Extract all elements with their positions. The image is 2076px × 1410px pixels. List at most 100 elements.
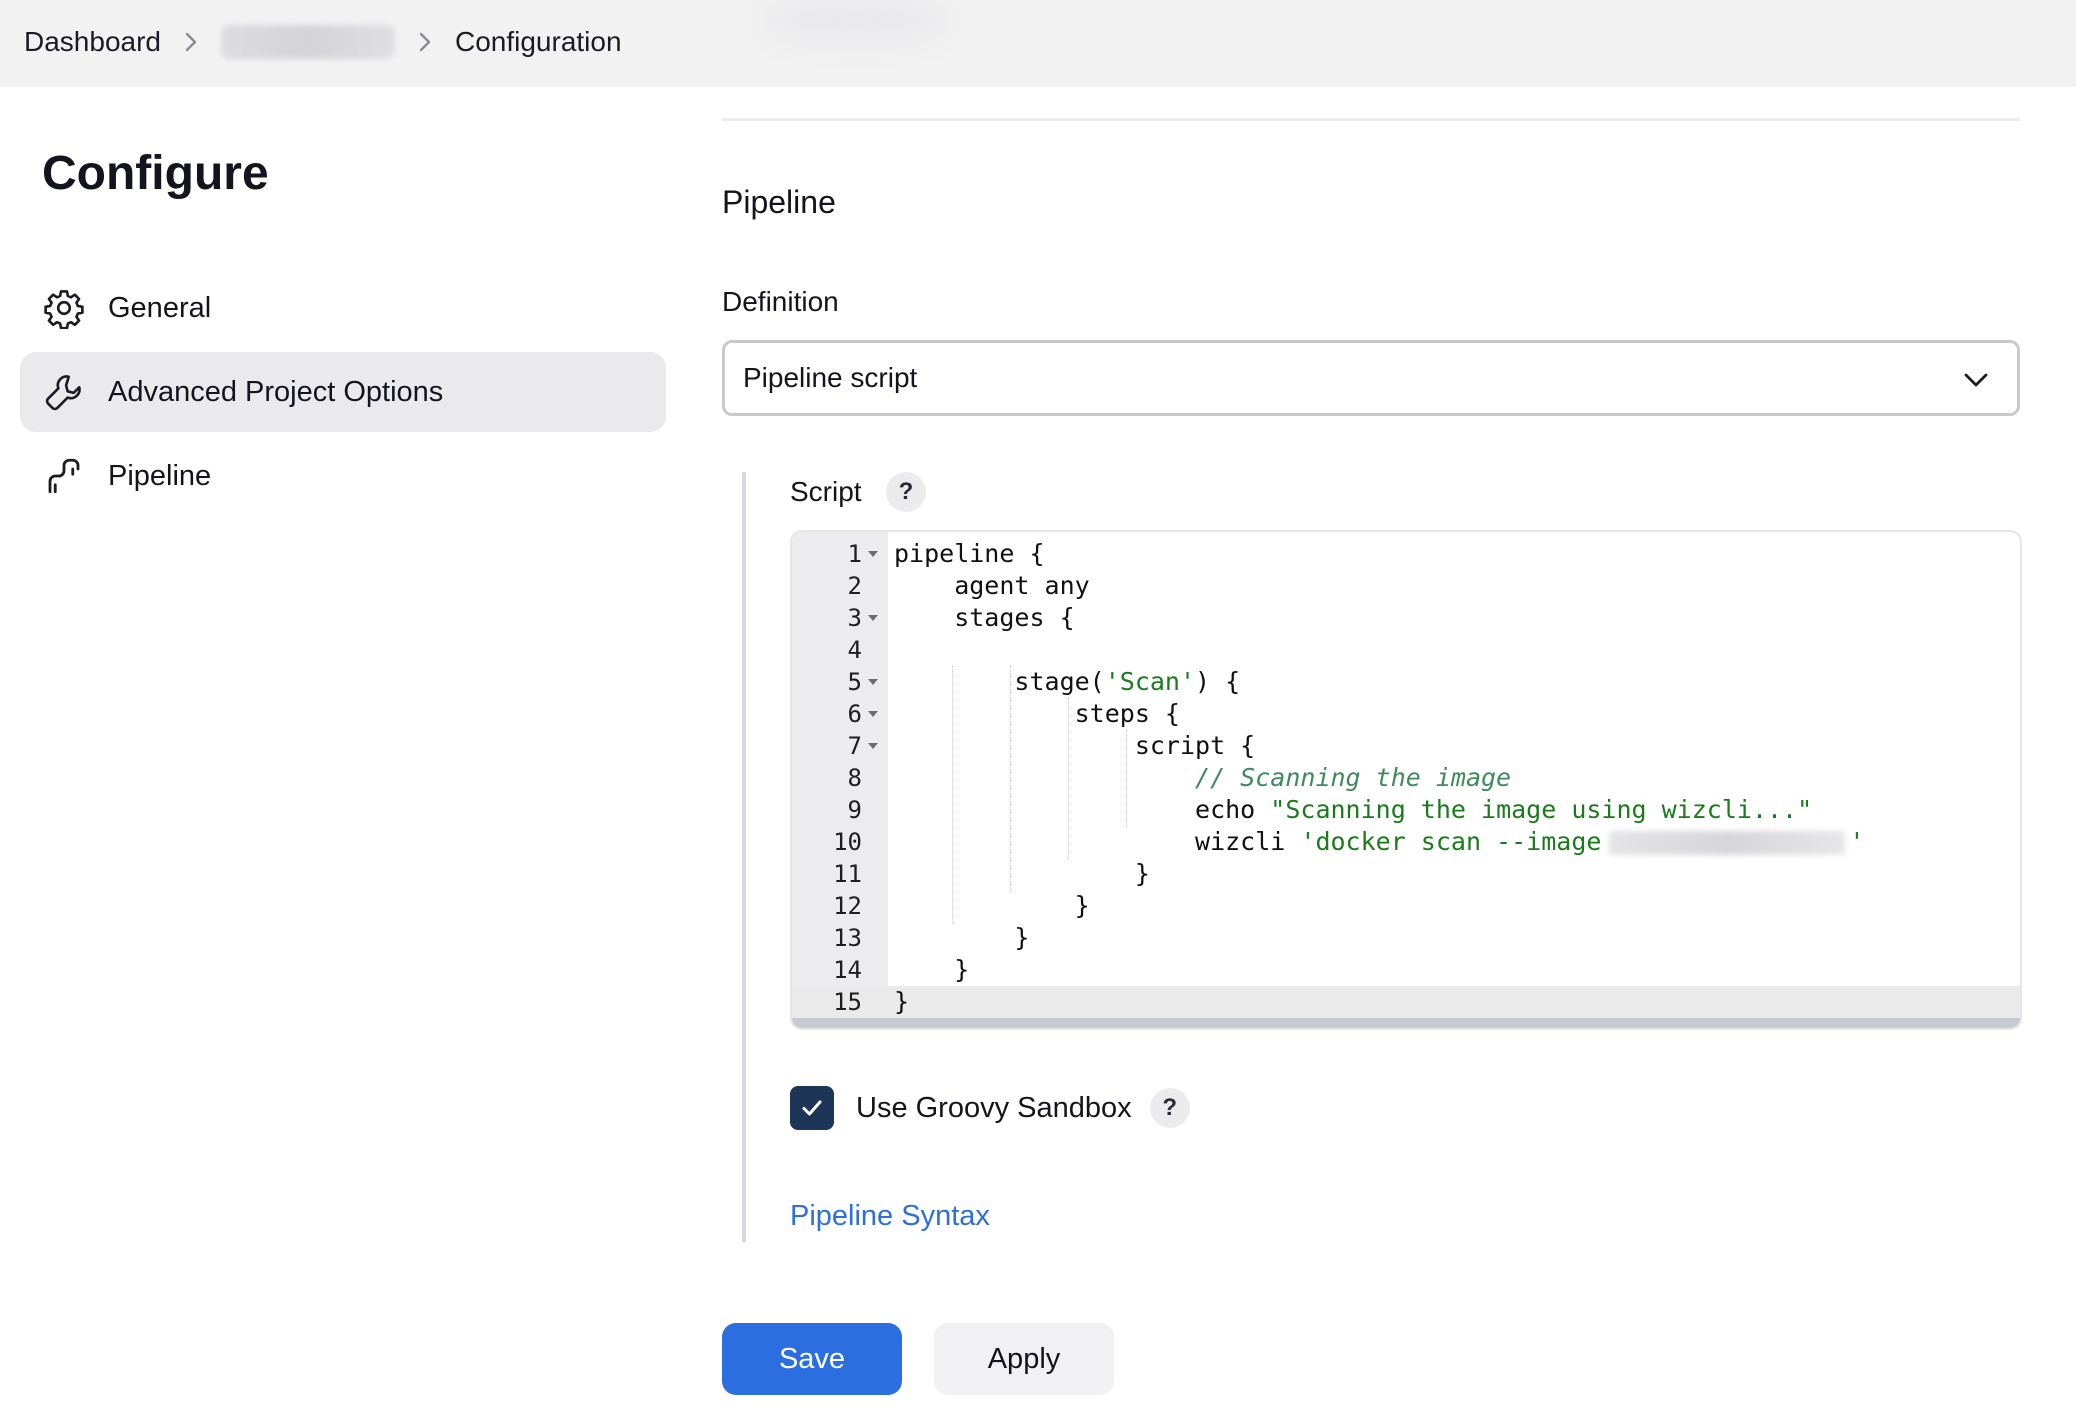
code-line: 3 stages { xyxy=(792,602,2020,634)
code-line: 8 // Scanning the image xyxy=(792,762,2020,794)
pipeline-syntax-link[interactable]: Pipeline Syntax xyxy=(790,1200,990,1232)
chevron-down-icon xyxy=(1963,367,1989,398)
sandbox-checkbox[interactable] xyxy=(790,1086,834,1130)
code-text: } xyxy=(894,891,1090,920)
code-line: 13 } xyxy=(792,922,2020,954)
code-string: "Scanning the image using wizcli..." xyxy=(1270,795,1813,824)
line-number: 4 xyxy=(847,636,862,664)
fold-arrow-icon[interactable] xyxy=(868,743,878,749)
breadcrumb-configuration[interactable]: Configuration xyxy=(454,26,622,57)
line-number: 5 xyxy=(847,668,862,696)
breadcrumb-project-redacted[interactable] xyxy=(220,25,395,59)
line-number: 14 xyxy=(833,956,862,984)
code-string: 'Scan' xyxy=(1104,667,1196,696)
code-line: 6 steps { xyxy=(792,698,2020,730)
line-number: 1 xyxy=(847,540,862,568)
code-token: echo xyxy=(894,795,1271,824)
gear-icon xyxy=(42,286,86,330)
definition-select-value: Pipeline script xyxy=(743,362,918,393)
pipeline-icon xyxy=(42,454,86,498)
code-lines: 1 pipeline { 2 agent any 3 stages { 4 5 xyxy=(792,538,2020,1018)
fold-arrow-icon[interactable] xyxy=(868,679,878,685)
indent-guide xyxy=(1010,666,1011,892)
code-text: pipeline { xyxy=(894,539,1045,568)
code-text: script { xyxy=(894,731,1256,760)
code-text: } xyxy=(894,923,1030,952)
code-comment: // Scanning the image xyxy=(1195,763,1512,792)
line-number: 2 xyxy=(847,572,862,600)
fold-arrow-icon[interactable] xyxy=(868,551,878,557)
code-text: // Scanning the image xyxy=(894,762,1511,794)
code-line: 7 script { xyxy=(792,730,2020,762)
script-help-button[interactable]: ? xyxy=(886,472,926,512)
code-line: 5 stage('Scan') { xyxy=(792,666,2020,698)
breadcrumb: Dashboard Configuration xyxy=(24,0,622,84)
code-line: 11 } xyxy=(792,858,2020,890)
code-string: 'docker scan --image xyxy=(1300,827,1602,856)
line-number: 6 xyxy=(847,700,862,728)
sandbox-label[interactable]: Use Groovy Sandbox xyxy=(856,1091,1132,1124)
code-line: 12 } xyxy=(792,890,2020,922)
code-line: 14 } xyxy=(792,954,2020,986)
line-number: 3 xyxy=(847,604,862,632)
line-number: 11 xyxy=(833,860,862,888)
line-number: 15 xyxy=(833,988,862,1016)
code-line: 10 wizcli 'docker scan --image ' xyxy=(792,826,2020,858)
sidebar-item-label: Advanced Project Options xyxy=(108,375,444,408)
breadcrumb-dashboard[interactable]: Dashboard xyxy=(24,26,161,57)
line-number: 8 xyxy=(847,764,862,792)
chevron-right-icon xyxy=(395,31,455,53)
chevron-right-icon xyxy=(161,31,221,53)
sidebar-item-general[interactable]: General xyxy=(20,268,666,348)
sidebar-item-label: General xyxy=(108,291,212,324)
code-text: } xyxy=(894,859,1150,888)
definition-select[interactable]: Pipeline script xyxy=(722,340,2020,416)
redacted-image-name xyxy=(1609,831,1846,855)
editor-gutter xyxy=(792,532,888,1028)
editor-horizontal-scrollbar[interactable] xyxy=(792,1018,2020,1028)
script-section: Script ? 1 pipeline { 2 agent any 3 stag xyxy=(742,472,2032,1242)
indent-guide xyxy=(952,666,953,924)
save-button[interactable]: Save xyxy=(722,1323,902,1395)
code-text: wizcli 'docker scan --image ' xyxy=(894,826,1864,858)
line-number: 10 xyxy=(833,828,862,856)
sandbox-help-button[interactable]: ? xyxy=(1149,1088,1190,1128)
code-token: wizcli xyxy=(894,827,1301,856)
sidebar-item-label: Pipeline xyxy=(108,459,212,492)
code-line: 2 agent any xyxy=(792,570,2020,602)
breadcrumb-bar: Dashboard Configuration xyxy=(0,0,2076,87)
code-token: ) { xyxy=(1195,667,1241,696)
code-text: steps { xyxy=(894,699,1180,728)
sidebar-item-pipeline[interactable]: Pipeline xyxy=(20,436,666,516)
code-text: agent any xyxy=(894,571,1090,600)
sandbox-row: Use Groovy Sandbox ? xyxy=(790,1086,1190,1130)
code-text: echo "Scanning the image using wizcli...… xyxy=(894,794,1812,826)
apply-button[interactable]: Apply xyxy=(934,1323,1114,1395)
code-line: 1 pipeline { xyxy=(792,538,2020,570)
indent-guide xyxy=(1126,730,1127,828)
help-icon: ? xyxy=(898,478,914,505)
checkmark-icon xyxy=(802,1100,822,1116)
code-text: } xyxy=(894,987,910,1016)
code-line: 4 xyxy=(792,634,2020,666)
fold-arrow-icon[interactable] xyxy=(868,711,878,717)
code-token xyxy=(894,763,1195,792)
fold-arrow-icon[interactable] xyxy=(868,615,878,621)
code-editor[interactable]: 1 pipeline { 2 agent any 3 stages { 4 5 xyxy=(790,530,2022,1030)
decorative-glow xyxy=(760,0,950,40)
line-number: 7 xyxy=(847,732,862,760)
line-number: 9 xyxy=(847,796,862,824)
line-number: 12 xyxy=(833,892,862,920)
indent-guide xyxy=(1068,698,1069,860)
code-line-active: 15 } xyxy=(792,986,2020,1018)
sidebar-nav: General Advanced Project Options Pipelin… xyxy=(20,268,666,520)
sidebar-item-advanced-project-options[interactable]: Advanced Project Options xyxy=(20,352,666,432)
code-token: stage( xyxy=(894,667,1105,696)
wrench-icon xyxy=(42,370,86,414)
section-title: Pipeline xyxy=(722,184,836,220)
page-title: Configure xyxy=(42,147,269,200)
section-divider xyxy=(722,118,2020,121)
script-label: Script xyxy=(790,476,862,507)
code-text: stage('Scan') { xyxy=(894,666,1240,698)
code-string: ' xyxy=(1849,827,1865,856)
